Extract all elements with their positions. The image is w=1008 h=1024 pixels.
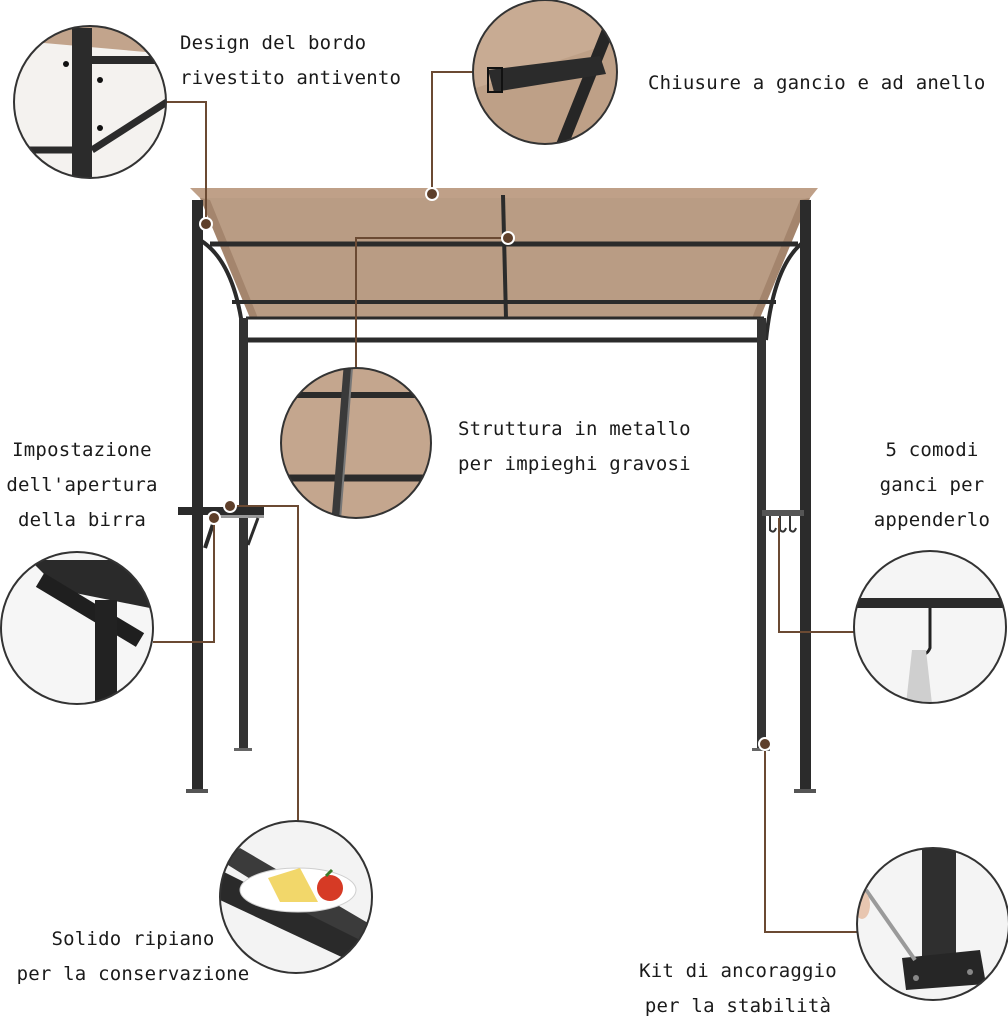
label-line: Design del bordo <box>180 32 367 54</box>
leg-back-left <box>239 318 248 748</box>
velcro-strap-photo <box>473 0 617 144</box>
label-line: 5 comodi <box>885 439 979 461</box>
label-metal-frame: Struttura in metallo per impieghi gravos… <box>458 412 691 482</box>
label-hooks: 5 comodi ganci per appenderlo <box>862 433 1002 538</box>
label-line: dell'apertura <box>6 474 158 496</box>
label-wind-edge: Design del bordo rivestito antivento <box>180 26 401 96</box>
shelf-left <box>178 507 264 515</box>
callout-dots <box>199 187 772 751</box>
label-line: per la conservazione <box>16 963 250 985</box>
leg-back-right <box>757 318 766 748</box>
leg-front-right <box>800 200 811 790</box>
shelf-plate-photo <box>220 821 372 973</box>
label-line: ganci per <box>879 474 985 496</box>
anchor-plate-photo <box>857 848 1008 1000</box>
bottle-opener-photo <box>1 552 153 704</box>
label-line: Chiusure a gancio e ad anello <box>648 72 986 94</box>
label-shelf: Solido ripiano per la conservazione <box>10 922 256 992</box>
hook-photo <box>854 551 1006 703</box>
leg-front-left <box>192 200 203 790</box>
label-line: della birra <box>17 509 147 531</box>
hook-bar <box>762 510 804 516</box>
label-line: per impieghi gravosi <box>458 453 691 475</box>
label-line: Kit di ancoraggio <box>639 960 837 982</box>
label-line: appenderlo <box>873 509 991 531</box>
label-bottle-opener: Impostazione dell'apertura della birra <box>2 433 162 538</box>
label-line: per la stabilità <box>644 995 832 1017</box>
label-line: rivestito antivento <box>180 67 402 89</box>
label-line: Struttura in metallo <box>458 418 691 440</box>
label-hook-loop: Chiusure a gancio e ad anello <box>648 66 986 101</box>
label-line: Impostazione <box>12 439 152 461</box>
label-line: Solido ripiano <box>51 928 215 950</box>
edge-detail-photo <box>14 26 166 178</box>
label-anchor-kit: Kit di ancoraggio per la stabilità <box>628 954 848 1024</box>
canopy <box>190 188 818 198</box>
leader-lines <box>153 71 857 933</box>
gazebo <box>178 188 818 793</box>
frame-joint-photo <box>281 368 431 518</box>
